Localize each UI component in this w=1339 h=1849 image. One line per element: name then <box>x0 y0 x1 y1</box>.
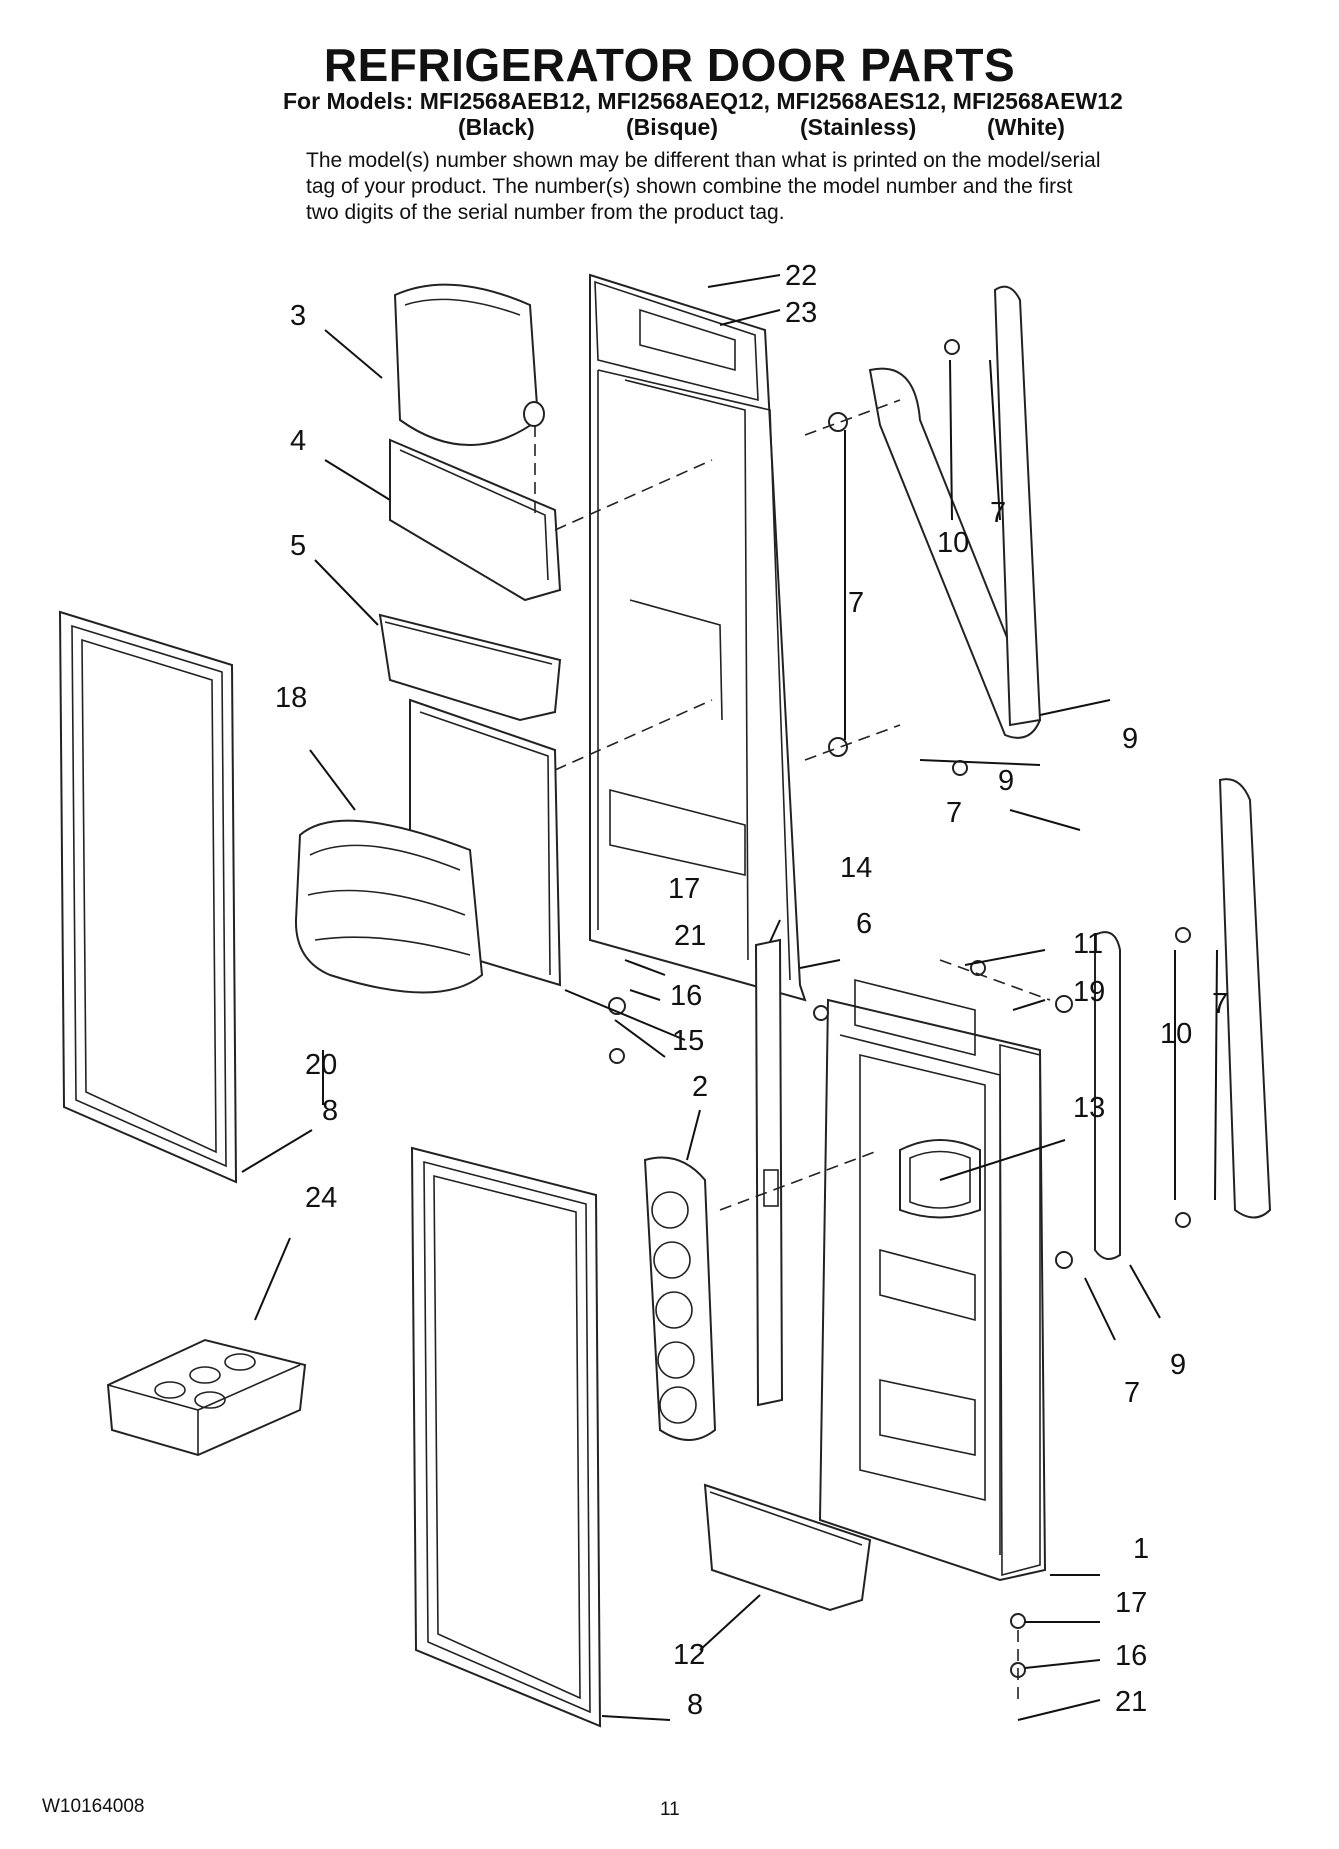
callout-3: 3 <box>290 300 306 332</box>
callout-8-lower: 8 <box>687 1689 703 1721</box>
callout-9-lower: 9 <box>1170 1349 1186 1381</box>
ice-bin-front <box>294 819 484 994</box>
callout-11: 11 <box>1073 928 1103 960</box>
alignment-lines <box>534 399 1051 1700</box>
callout-17-lower: 17 <box>1115 1587 1147 1619</box>
callout-9-upper-right: 9 <box>1122 723 1138 755</box>
handle-upper <box>868 285 1042 739</box>
callout-8-upper: 8 <box>322 1095 338 1127</box>
callout-16-lower: 16 <box>1115 1640 1147 1672</box>
callout-15: 15 <box>672 1025 704 1057</box>
leader-lines <box>241 274 1218 1721</box>
upper-door-panel <box>589 273 807 1002</box>
callout-23: 23 <box>785 297 817 329</box>
color-black: (Black) <box>458 114 535 140</box>
callout-16-upper: 16 <box>670 980 702 1012</box>
callout-21-upper: 21 <box>674 920 706 952</box>
callout-22: 22 <box>785 260 817 292</box>
callout-19: 19 <box>1073 976 1105 1008</box>
dispenser-cover <box>393 283 545 446</box>
callout-10-upper: 10 <box>937 527 969 559</box>
color-white: (White) <box>987 114 1065 140</box>
door-bin-5 <box>378 613 562 722</box>
callout-12: 12 <box>673 1639 705 1671</box>
door-bin-4 <box>389 438 562 602</box>
callout-18: 18 <box>275 682 307 714</box>
callout-24: 24 <box>305 1182 337 1214</box>
callout-7-lower: 7 <box>1124 1377 1140 1409</box>
callout-20: 20 <box>305 1049 337 1081</box>
callout-1: 1 <box>1133 1533 1149 1565</box>
crisper-insert <box>106 1338 307 1457</box>
door-gasket-large <box>58 610 238 1184</box>
page-title: REFRIGERATOR DOOR PARTS <box>323 39 1016 91</box>
callout-7-upper-left: 7 <box>848 587 864 619</box>
color-stainless: (Stainless) <box>800 114 917 140</box>
exploded-parts-diagram: 22 23 3 4 5 10 7 7 9 9 7 18 17 21 16 14 … <box>58 260 1272 1728</box>
callout-7-lower-right: 7 <box>1212 988 1228 1020</box>
callout-7-upper-right: 7 <box>990 497 1006 529</box>
callout-14: 14 <box>840 852 872 884</box>
callout-6: 6 <box>856 908 872 940</box>
page-number: 11 <box>660 1799 680 1820</box>
document-code: W10164008 <box>42 1796 145 1817</box>
callout-7-middle: 7 <box>946 797 962 829</box>
hinge-strip <box>754 938 784 1407</box>
model-note: The model(s) number shown may be differe… <box>306 149 1101 224</box>
door-bin-12 <box>703 1483 872 1612</box>
callout-2: 2 <box>692 1071 708 1103</box>
callout-13: 13 <box>1073 1092 1105 1124</box>
callout-labels: 22 23 3 4 5 10 7 7 9 9 7 18 17 21 16 14 … <box>275 260 1228 1721</box>
shelf-2 <box>643 1156 717 1441</box>
callout-4: 4 <box>290 425 306 457</box>
callout-5: 5 <box>290 530 306 562</box>
models-line: For Models: MFI2568AEB12, MFI2568AEQ12, … <box>283 88 1123 114</box>
callout-17-upper: 17 <box>668 873 700 905</box>
handle-lower <box>1094 778 1272 1260</box>
lower-door-panel <box>818 978 1047 1582</box>
color-bisque: (Bisque) <box>626 114 718 140</box>
callout-10-lower: 10 <box>1160 1018 1192 1050</box>
callout-9-middle: 9 <box>998 765 1014 797</box>
callout-21-lower: 21 <box>1115 1686 1147 1718</box>
water-reservoir <box>899 1139 981 1219</box>
door-gasket-lower <box>410 1146 602 1728</box>
